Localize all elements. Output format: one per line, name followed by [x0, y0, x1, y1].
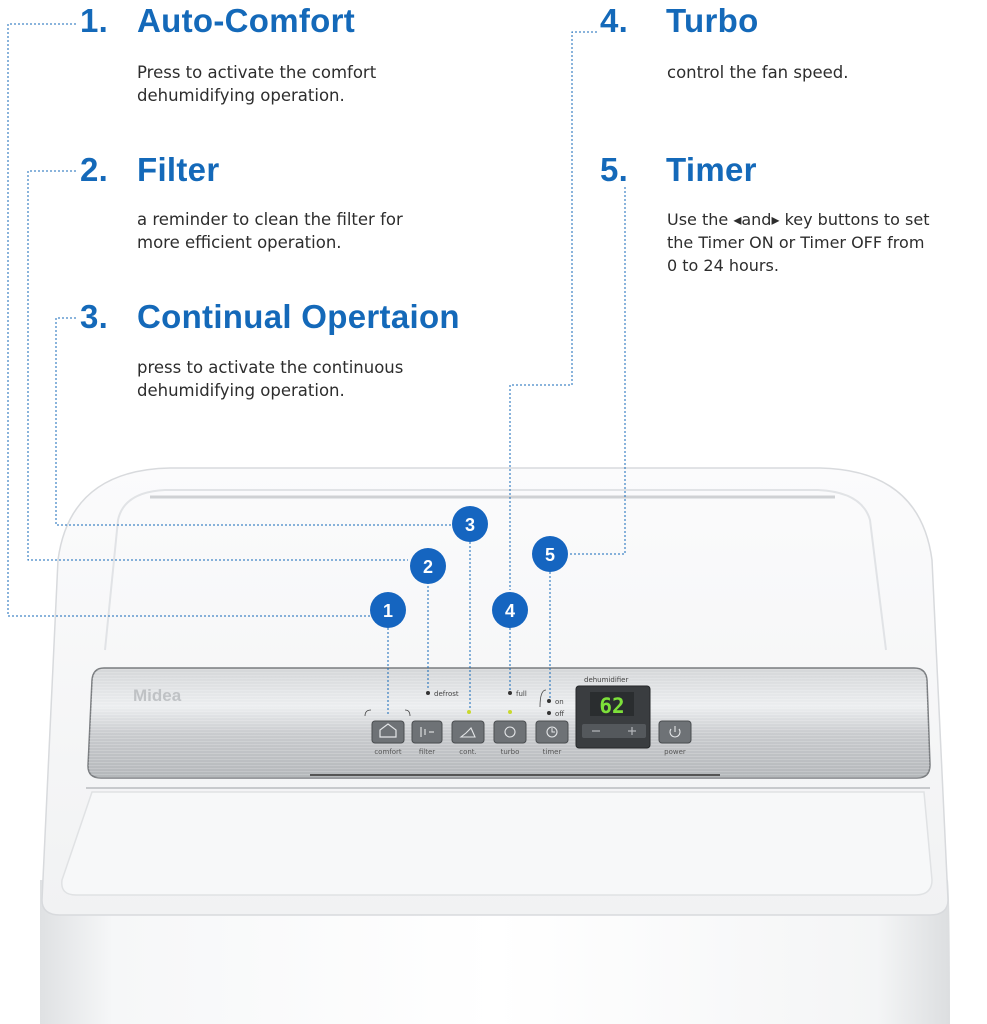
feature-2-desc: a reminder to clean the filter for more … [137, 208, 403, 254]
power-button[interactable] [658, 720, 692, 744]
defrost-indicator [426, 691, 430, 695]
feature-1-heading: 1. Auto-Comfort [80, 2, 355, 40]
cont-icon [459, 727, 476, 738]
brand-logo: Midea [133, 686, 182, 705]
feature-3-number: 3. [80, 298, 109, 335]
lower-cover [61, 791, 933, 896]
callout-3: 3 [452, 506, 488, 542]
full-label: full [516, 690, 527, 698]
feature-4-desc: control the fan speed. [667, 61, 848, 84]
feature-4-heading: 4. Turbo [600, 2, 759, 40]
feature-4-desc-line: control the fan speed. [667, 63, 849, 82]
feature-5-number: 5. [600, 151, 629, 188]
timer-on-label: on [555, 698, 564, 706]
turbo-label: turbo [501, 748, 520, 756]
svg-text:3: 3 [465, 515, 475, 535]
feature-3-title: Continual Opertaion [137, 298, 460, 335]
house-icon [379, 723, 397, 738]
feature-2-desc-line: more efficient operation. [137, 233, 342, 252]
turbo-led [508, 710, 512, 714]
feature-5-desc-line: the Timer ON or Timer OFF from [667, 233, 925, 252]
lid-outline [104, 489, 887, 651]
cont-label: cont. [459, 748, 477, 756]
display-value: 62 [599, 694, 624, 718]
defrost-label: defrost [434, 690, 459, 698]
feature-1-desc-line: Press to activate the comfort [137, 63, 377, 82]
leader-lines [7, 23, 626, 716]
feature-3-desc: press to activate the continuous dehumid… [137, 356, 403, 402]
callout-2: 2 [410, 548, 446, 584]
display-key-strip [582, 724, 646, 738]
comfort-button[interactable] [371, 720, 405, 744]
feature-5-title: Timer [666, 151, 757, 188]
power-icon [669, 728, 681, 738]
timer-label: timer [543, 748, 562, 756]
feature-2-title: Filter [137, 151, 220, 188]
comfort-label: comfort [374, 748, 402, 756]
timer-off-indicator [547, 711, 551, 715]
feature-4-number: 4. [600, 2, 629, 39]
feature-5-heading: 5. Timer [600, 151, 757, 189]
feature-5-desc-line: Use the ◂and▸ key buttons to set [667, 210, 930, 229]
full-indicator [508, 691, 512, 695]
svg-text:5: 5 [545, 545, 555, 565]
svg-text:4: 4 [505, 601, 515, 621]
feature-2-number: 2. [80, 151, 109, 188]
cont-button[interactable] [451, 720, 485, 744]
feature-1-title: Auto-Comfort [137, 2, 356, 39]
display-screen [590, 692, 634, 716]
turbo-button[interactable] [493, 720, 527, 744]
cont-led [467, 710, 471, 714]
feature-3-desc-line: press to activate the continuous [137, 358, 404, 377]
unit-body [40, 880, 950, 1024]
filter-label: filter [419, 748, 435, 756]
feature-2-heading: 2. Filter [80, 151, 219, 189]
timer-off-label: off [555, 710, 564, 718]
svg-text:2: 2 [423, 557, 433, 577]
feature-3-desc-line: dehumidifying operation. [137, 381, 345, 400]
feature-5-desc-line: 0 to 24 hours. [667, 256, 779, 275]
feature-2-desc-line: a reminder to clean the filter for [137, 210, 403, 229]
display-label: dehumidifier [584, 676, 628, 684]
timer-icon [546, 726, 558, 738]
svg-text:1: 1 [383, 601, 393, 621]
feature-4-title: Turbo [666, 2, 759, 39]
callout-5: 5 [532, 536, 568, 572]
feature-3-heading: 3. Continual Opertaion [80, 298, 460, 336]
timer-on-indicator [547, 699, 551, 703]
plus-icon[interactable] [628, 727, 636, 735]
feature-1-desc-line: dehumidifying operation. [137, 86, 345, 105]
filter-button[interactable] [411, 720, 443, 744]
timer-button[interactable] [535, 720, 569, 744]
callout-4: 4 [492, 592, 528, 628]
callout-1: 1 [370, 592, 406, 628]
filter-icon [420, 727, 434, 737]
fan-icon [504, 726, 516, 738]
feature-1-desc: Press to activate the comfort dehumidify… [137, 61, 376, 107]
power-label: power [664, 748, 686, 756]
feature-1-number: 1. [80, 2, 109, 39]
feature-5-desc: Use the ◂and▸ key buttons to set the Tim… [667, 208, 929, 277]
